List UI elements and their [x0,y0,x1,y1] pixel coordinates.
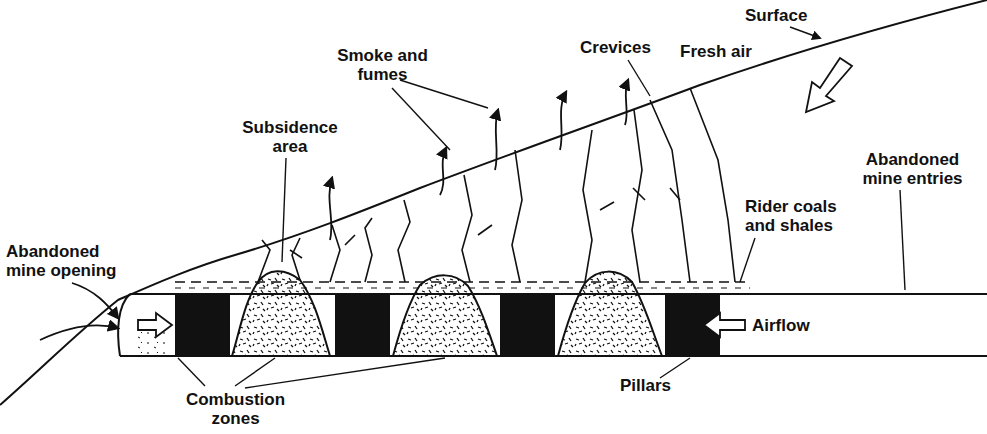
part-label: Subsidence area [240,118,340,156]
part-label: Combustion zones [178,390,293,428]
part-label: Airflow [752,316,842,335]
part-label: Crevices [580,38,690,57]
part-label: Rider coals and shales [745,197,860,235]
part-label: Abandoned mine entries [850,150,975,188]
part-label: Pillars [620,376,700,395]
part-label: Smoke and fumes [335,46,430,84]
part-label: Fresh air [680,42,790,61]
part-label: Abandoned mine opening [6,242,121,280]
part-label: Surface [745,6,835,25]
